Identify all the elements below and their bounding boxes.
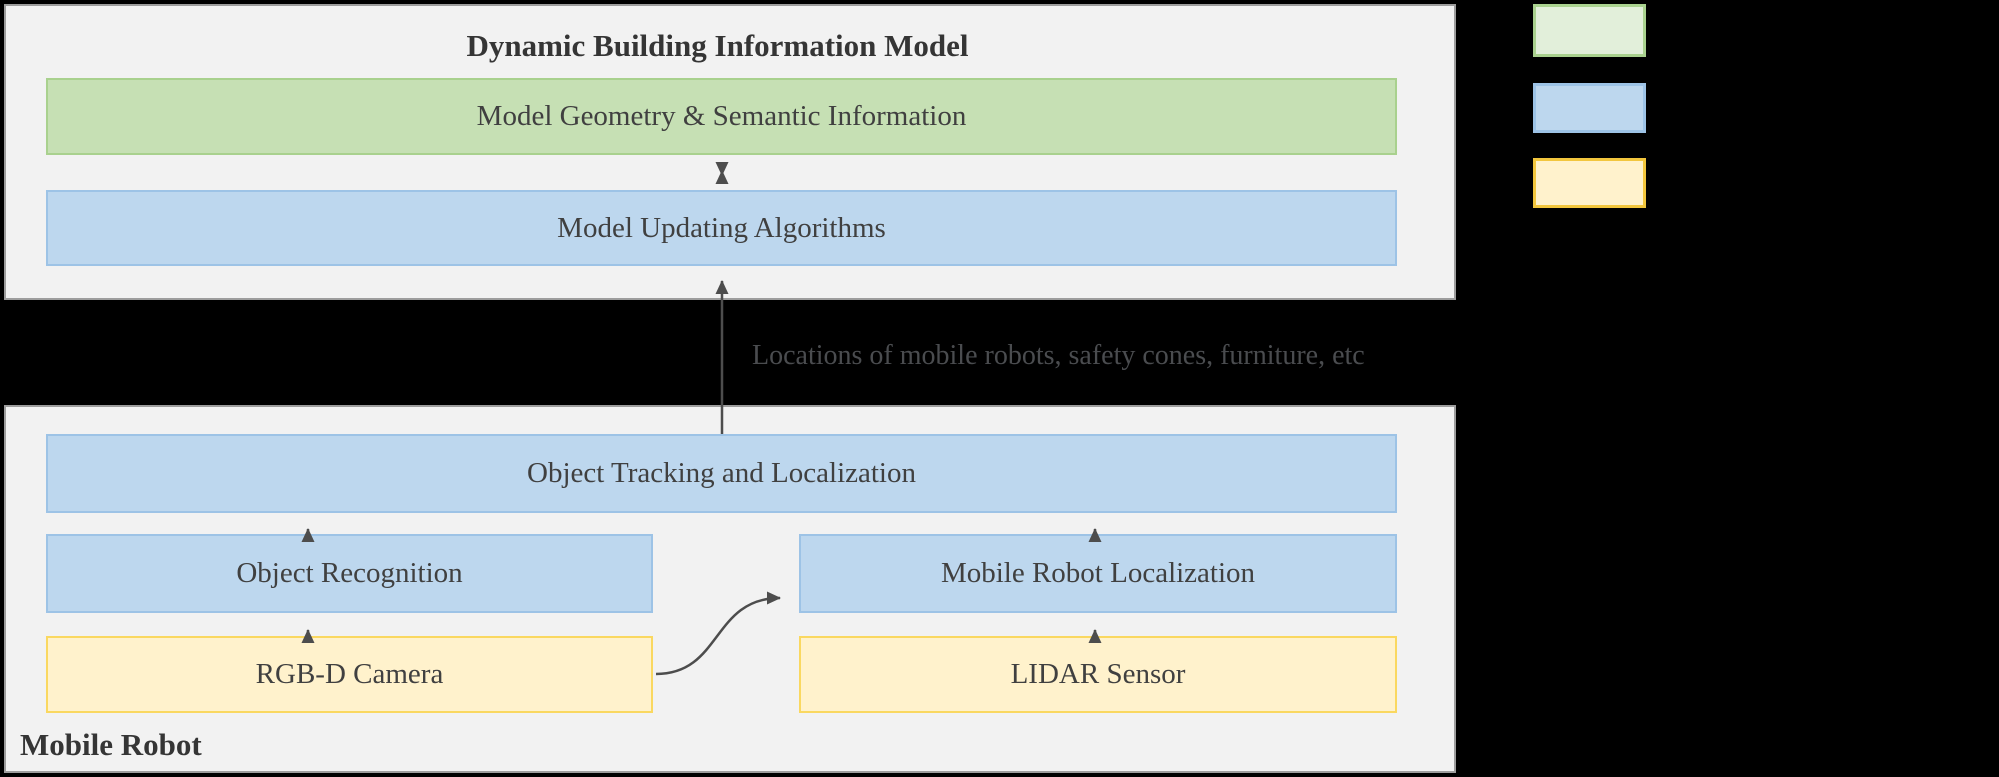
dbim-panel-title: Dynamic Building Information Model bbox=[466, 28, 969, 63]
mobile-robot-localization-label: Mobile Robot Localization bbox=[940, 557, 1256, 589]
lidar-sensor-label: LIDAR Sensor bbox=[1010, 658, 1186, 690]
object-tracking-label: Object Tracking and Localization bbox=[527, 457, 916, 489]
object-recognition-box: Object Recognition bbox=[46, 534, 653, 613]
legend-yellow-swatch bbox=[1533, 158, 1646, 208]
legend-green-swatch bbox=[1533, 4, 1646, 57]
object-recognition-label: Object Recognition bbox=[236, 557, 463, 589]
rgbd-camera-label: RGB-D Camera bbox=[255, 658, 444, 690]
model-geometry-box: Model Geometry & Semantic Information bbox=[46, 78, 1397, 155]
mobile-robot-localization-box: Mobile Robot Localization bbox=[799, 534, 1397, 613]
model-updating-label: Model Updating Algorithms bbox=[557, 211, 886, 244]
object-tracking-box: Object Tracking and Localization bbox=[46, 434, 1397, 513]
lidar-sensor-box: LIDAR Sensor bbox=[799, 636, 1397, 713]
model-geometry-label: Model Geometry & Semantic Information bbox=[476, 100, 967, 132]
model-updating-box: Model Updating Algorithms bbox=[46, 190, 1397, 266]
mobile-robot-panel-title: Mobile Robot bbox=[20, 727, 202, 762]
legend-blue-swatch bbox=[1533, 83, 1646, 133]
connection-label: Locations of mobile robots, safety cones… bbox=[752, 340, 1365, 371]
rgbd-camera-box: RGB-D Camera bbox=[46, 636, 653, 713]
